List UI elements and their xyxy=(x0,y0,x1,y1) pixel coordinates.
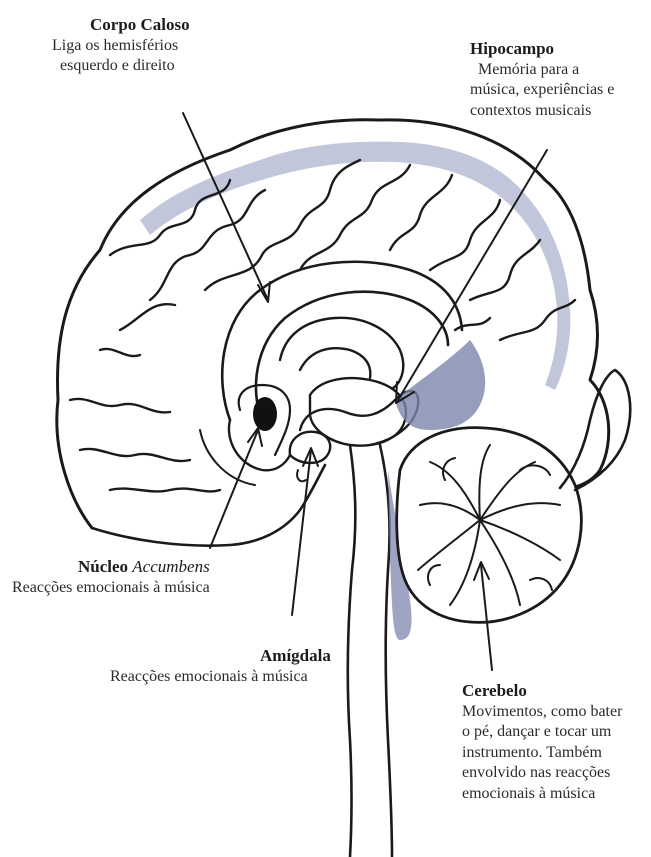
label-desc-line: Memória para a xyxy=(470,60,614,80)
label-desc-line: Reacções emocionais à música xyxy=(12,578,210,598)
cerebellum xyxy=(397,428,582,623)
label-title: Cerebelo xyxy=(462,680,622,702)
label-cerebelo: Cerebelo Movimentos, como bater o pé, da… xyxy=(462,680,622,804)
label-hipocampo: Hipocampo Memória para a música, experiê… xyxy=(470,38,614,121)
label-title: Núcleo Accumbens xyxy=(12,556,210,578)
label-desc-line: música, experiências e xyxy=(470,80,614,100)
label-desc-line: contextos musicais xyxy=(470,101,614,121)
label-desc-line: emocionais à música xyxy=(462,784,622,804)
label-desc-line: esquerdo e direito xyxy=(52,56,190,76)
label-desc-line: Movimentos, como bater xyxy=(462,702,622,722)
label-desc-line: Reacções emocionais à música xyxy=(110,667,331,687)
label-desc-line: instrumento. Também xyxy=(462,743,622,763)
label-title-plain: Núcleo xyxy=(78,557,132,576)
label-desc-line: Liga os hemisférios xyxy=(52,36,190,56)
nucleus-accumbens-dot xyxy=(253,397,277,431)
label-corpo-caloso: Corpo Caloso Liga os hemisférios esquerd… xyxy=(52,14,190,77)
label-desc-line: envolvido nas reacções xyxy=(462,763,622,783)
brainstem xyxy=(348,445,392,857)
label-desc-line: o pé, dançar e tocar um xyxy=(462,722,622,742)
label-title: Amígdala xyxy=(110,645,331,667)
label-title: Corpo Caloso xyxy=(52,14,190,36)
label-nucleo-accumbens: Núcleo Accumbens Reacções emocionais à m… xyxy=(12,556,210,598)
label-title: Hipocampo xyxy=(470,38,614,60)
label-amigdala: Amígdala Reacções emocionais à música xyxy=(110,645,331,687)
label-title-italic: Accumbens xyxy=(132,557,209,576)
